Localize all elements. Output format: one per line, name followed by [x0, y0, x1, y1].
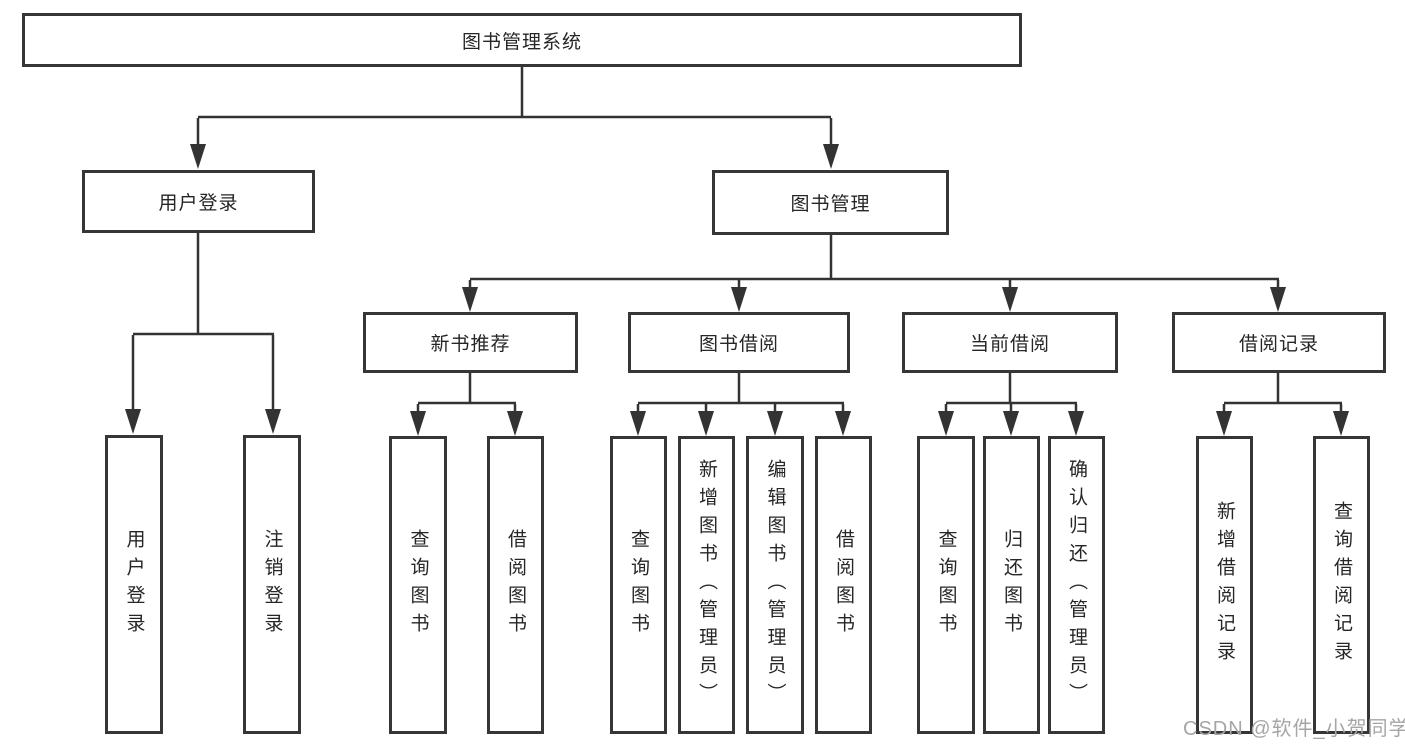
- node-book-management: 图书管理: [712, 170, 949, 235]
- node-leaf-br-query-record: 查询借阅记录: [1313, 436, 1370, 734]
- node-current-borrowing: 当前借阅: [902, 312, 1118, 373]
- node-leaf-bb-edit-books-admin: 编辑图书（管理员）: [746, 436, 804, 734]
- node-leaf-nbr-query-books: 查询图书: [389, 436, 447, 734]
- node-leaf-nbr-borrow-books: 借阅图书: [487, 436, 544, 734]
- node-leaf-bb-query-books: 查询图书: [610, 436, 667, 734]
- node-new-book-recommend: 新书推荐: [363, 312, 578, 373]
- node-leaf-user-login: 用户登录: [105, 435, 163, 734]
- node-library-system: 图书管理系统: [22, 13, 1022, 67]
- node-leaf-cb-return-books: 归还图书: [983, 436, 1040, 734]
- node-leaf-bb-borrow-books: 借阅图书: [815, 436, 872, 734]
- node-book-borrowing: 图书借阅: [628, 312, 850, 373]
- node-leaf-logout: 注销登录: [243, 435, 301, 734]
- node-leaf-cb-confirm-return-admin: 确认归还（管理员）: [1048, 436, 1105, 734]
- node-user-login-group: 用户登录: [82, 170, 315, 233]
- node-leaf-bb-add-books-admin: 新增图书（管理员）: [678, 436, 735, 734]
- node-borrowing-records: 借阅记录: [1172, 312, 1386, 373]
- watermark: CSDN @软件_小贺同学: [1183, 718, 1405, 740]
- node-leaf-br-add-record: 新增借阅记录: [1196, 436, 1253, 734]
- node-leaf-cb-query-books: 查询图书: [917, 436, 975, 734]
